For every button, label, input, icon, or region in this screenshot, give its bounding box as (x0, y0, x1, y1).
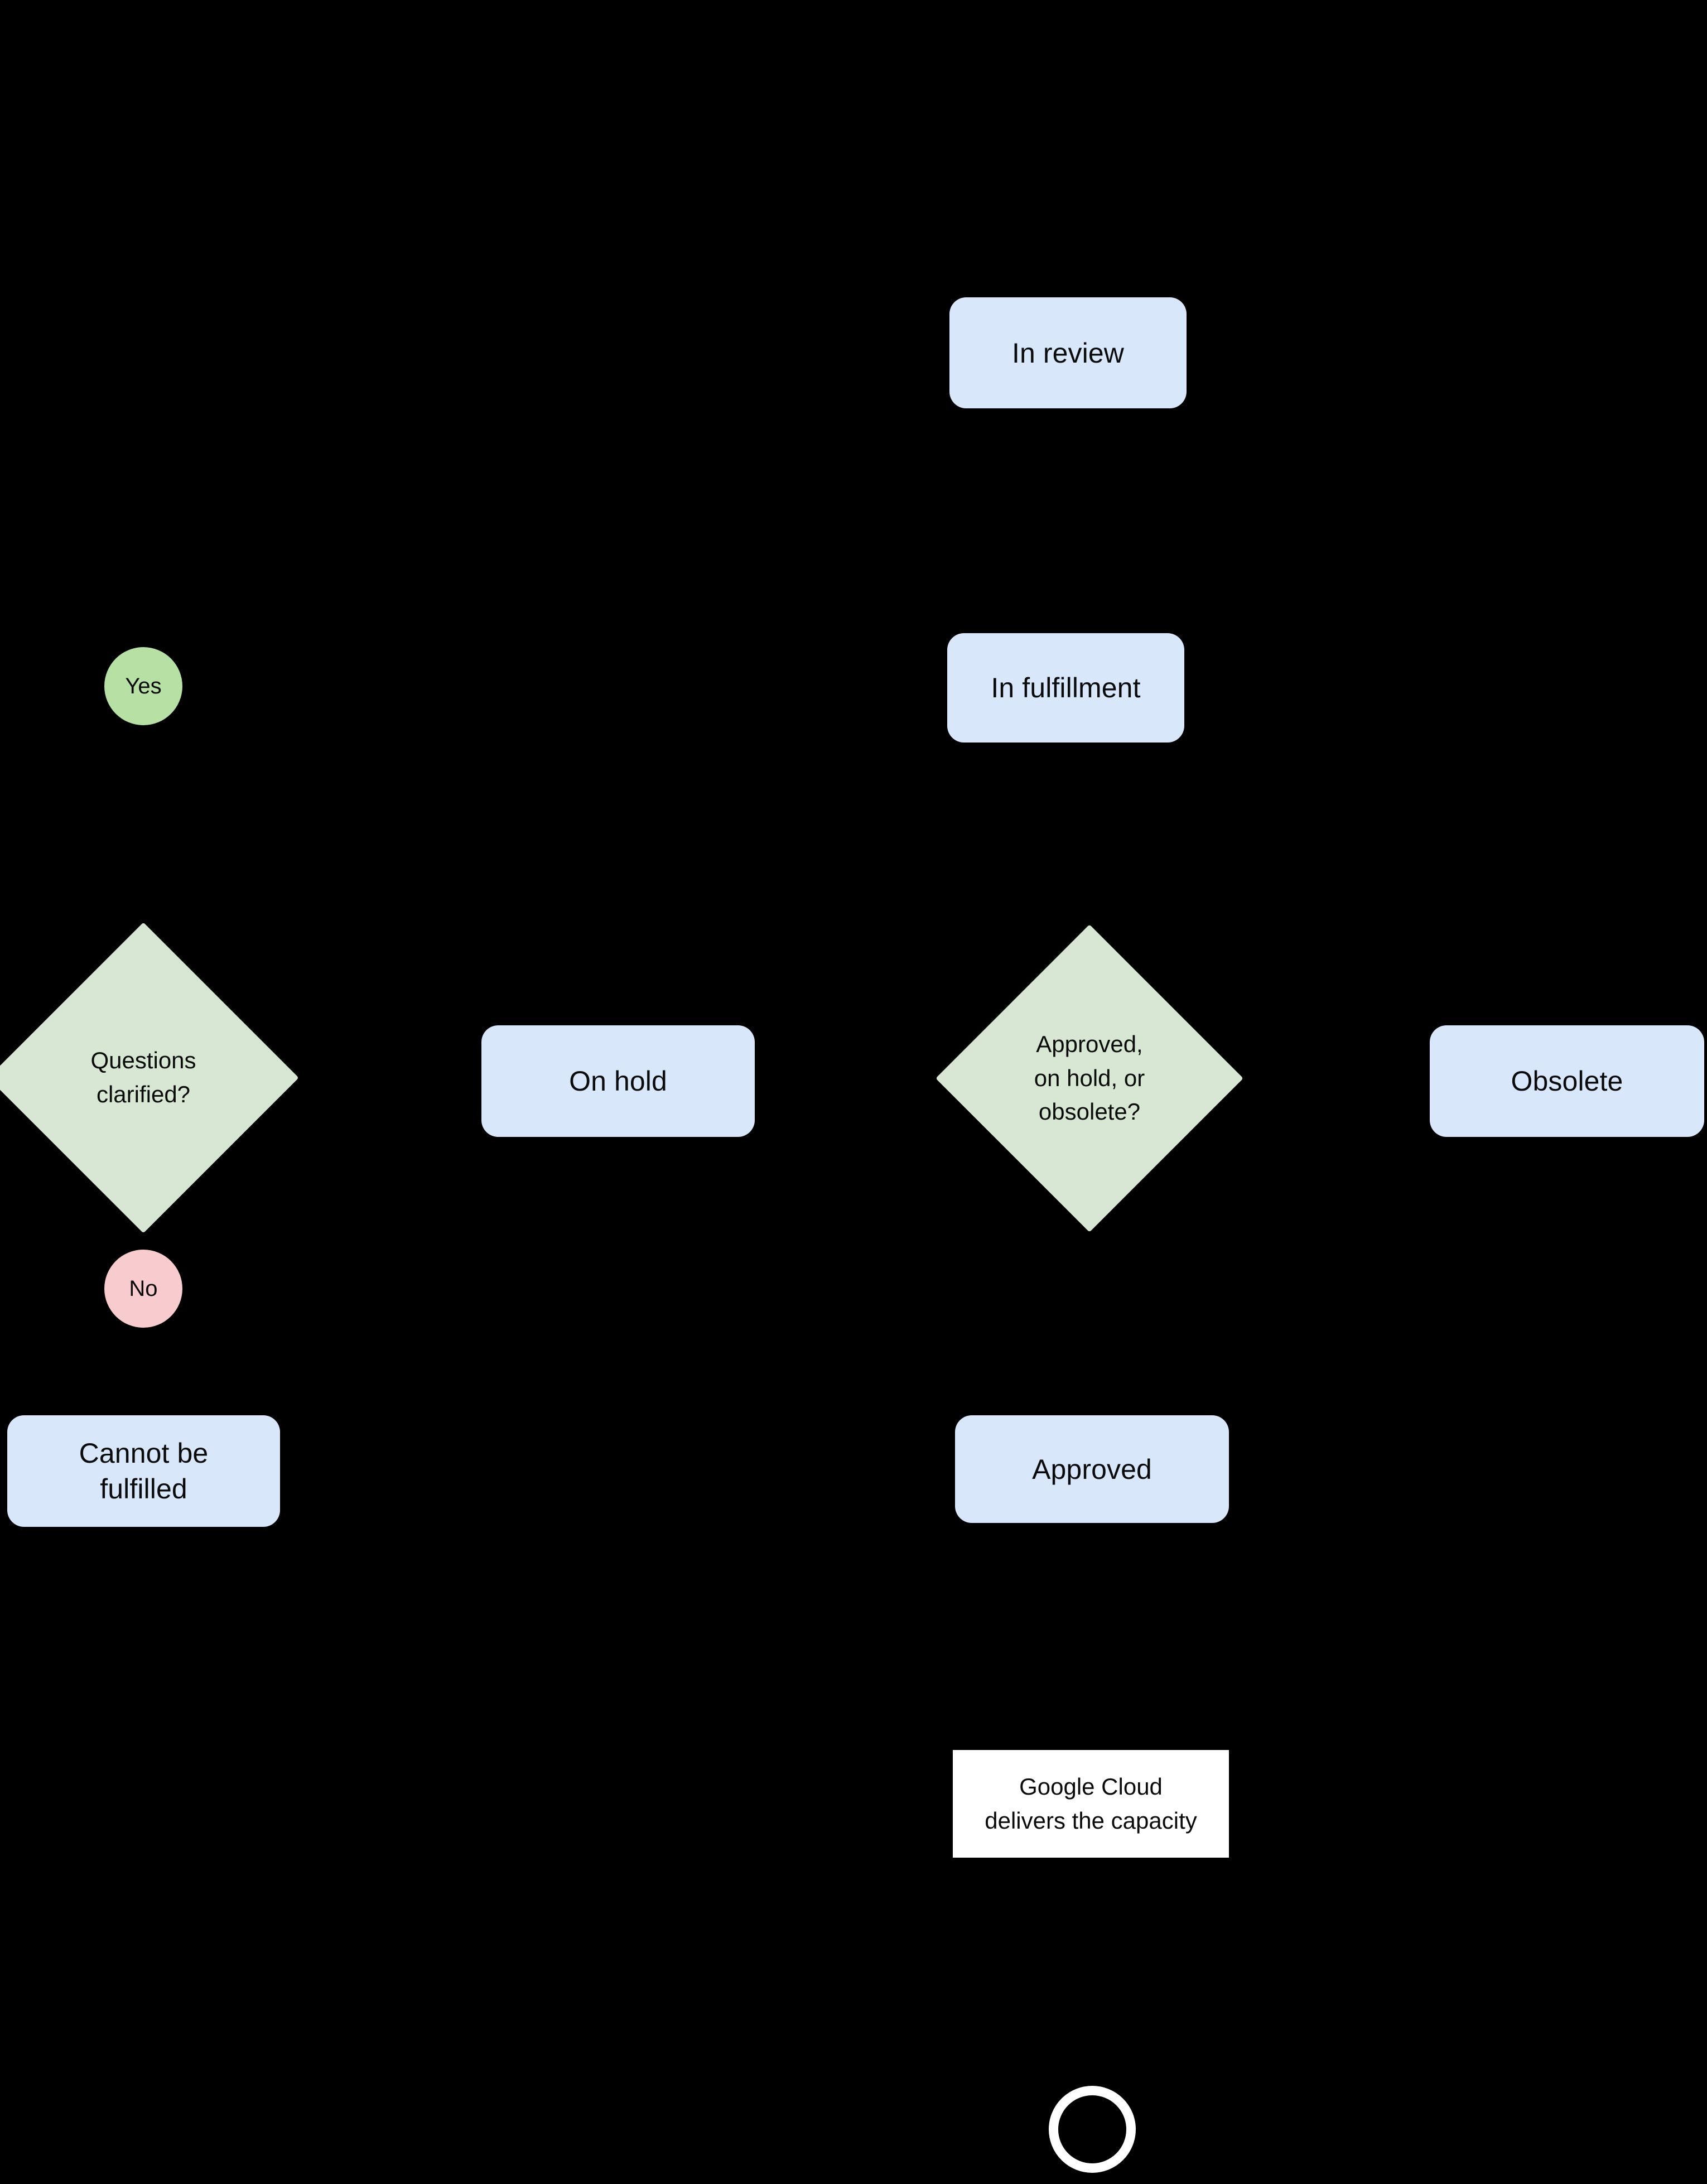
node-in-review[interactable]: In review (949, 297, 1187, 408)
node-cannot-be-fulfilled-line-1: Cannot be (79, 1438, 209, 1469)
node-google-cloud-delivers-the-capacity[interactable]: Google Cloud delivers the capacity (953, 1750, 1229, 1858)
node-in-fulfillment-label: In fulfillment (991, 672, 1141, 703)
node-questions-clarified[interactable]: Questions clarified? (0, 922, 299, 1233)
node-google-cloud-delivers-the-capacity-line-2: delivers the capacity (985, 1807, 1197, 1834)
node-approved-on-hold-or-obsolete-line-1: Approved, (1036, 1030, 1143, 1057)
node-obsolete-label: Obsolete (1511, 1066, 1623, 1097)
node-on-hold-label: On hold (569, 1066, 667, 1097)
node-cannot-be-fulfilled-label: Cannot be fulfilled (79, 1435, 209, 1507)
node-questions-clarified-label: Questions clarified? (57, 1044, 229, 1112)
node-google-cloud-delivers-the-capacity-line-1: Google Cloud (1019, 1773, 1163, 1800)
node-questions-clarified-line-1: Questions (90, 1047, 196, 1074)
node-cannot-be-fulfilled-line-2: fulfilled (100, 1473, 187, 1505)
node-in-fulfillment[interactable]: In fulfillment (947, 633, 1184, 743)
edge-badge-no: No (104, 1250, 182, 1328)
node-approved-on-hold-or-obsolete-line-3: obsolete? (1038, 1098, 1141, 1125)
node-cannot-be-fulfilled[interactable]: Cannot be fulfilled (7, 1415, 280, 1527)
edge-badge-yes-label: Yes (125, 674, 162, 698)
node-end-ring-icon (1049, 2086, 1136, 2173)
node-google-cloud-delivers-the-capacity-label: Google Cloud delivers the capacity (985, 1770, 1197, 1838)
node-questions-clarified-line-2: clarified? (96, 1081, 191, 1107)
node-obsolete[interactable]: Obsolete (1430, 1025, 1704, 1137)
node-approved-label: Approved (1032, 1453, 1152, 1485)
edge-badge-no-label: No (129, 1276, 158, 1301)
node-approved[interactable]: Approved (955, 1415, 1229, 1523)
node-approved-on-hold-or-obsolete[interactable]: Approved, on hold, or obsolete? (936, 924, 1243, 1232)
node-approved-on-hold-or-obsolete-line-2: on hold, or (1034, 1064, 1145, 1091)
node-on-hold[interactable]: On hold (481, 1025, 755, 1137)
node-approved-on-hold-or-obsolete-label: Approved, on hold, or obsolete? (1005, 1028, 1174, 1130)
node-in-review-label: In review (1012, 337, 1124, 369)
edge-badge-yes: Yes (104, 647, 182, 725)
